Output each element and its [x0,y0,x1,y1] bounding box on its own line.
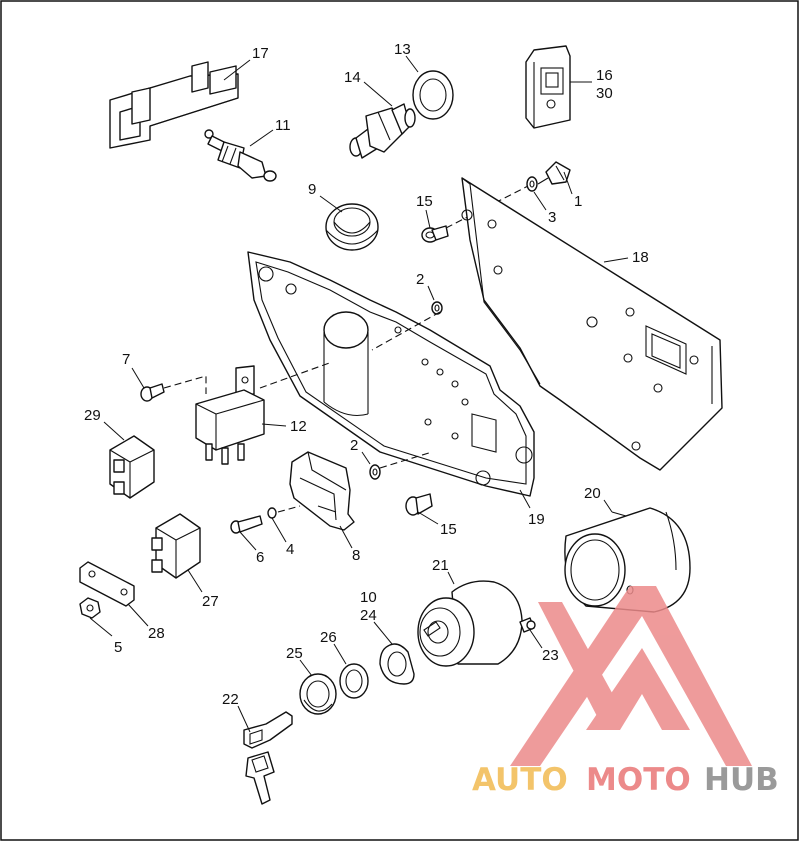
part-17-bracket [109,61,239,149]
callout-25: 25 [286,645,303,662]
part-12-relay [195,365,265,465]
part-3-washer [526,176,538,192]
callout-3: 3 [548,209,556,226]
watermark-text: AUTO MOTO HUB [472,762,779,798]
part-19-bracket [247,251,535,497]
part-7-screw [140,383,165,402]
callout-19: 19 [528,511,545,528]
leader-lines [89,55,629,733]
callout-10: 10 [360,589,377,606]
part-20-sleeve [564,507,691,613]
callout-16: 16 [596,67,613,84]
callout-23: 23 [542,647,559,664]
part-9-grommet [325,203,379,251]
watermark-hub: HUB [704,762,779,798]
callout-30: 30 [596,85,613,102]
logo-inner-icon [586,648,690,730]
part-8-clip-bracket [289,451,355,531]
watermark-auto: AUTO [472,762,568,798]
callout-1: 1 [574,193,582,210]
part-1-screw [537,161,571,185]
part-10-24-plate [379,643,415,685]
part-29-circuit-breaker [109,435,155,499]
part-23-screw [526,620,536,630]
part-22-keys [243,711,293,805]
callout-22: 22 [222,691,239,708]
part-4-washer [267,507,277,519]
callout-labels: 17 11 14 13 16 30 1 3 15 9 2 18 7 12 29 … [84,41,649,708]
part-26-washer [339,663,369,699]
callout-11: 11 [275,117,291,134]
part-6-pin [230,515,263,534]
watermark-moto: MOTO [586,762,691,798]
callout-24: 24 [360,607,377,624]
part-15-bolt-top [421,225,449,243]
callout-18: 18 [632,249,649,266]
callout-21: 21 [432,557,449,574]
callout-5: 5 [114,639,122,656]
part-21-ignition-switch [417,580,535,667]
part-25-ring [299,673,337,715]
watermark-logo [510,586,752,766]
callout-27: 27 [202,593,219,610]
logo-triangle-icon [510,586,752,766]
assembly-line [371,311,441,351]
assembly-line [259,361,333,389]
part-18-plate [461,177,723,471]
part-15-bolt-lower [405,493,433,516]
callout-17: 17 [252,45,269,62]
callout-20: 20 [584,485,601,502]
assembly-line [379,451,433,469]
part-13-washer [412,70,454,120]
part-5-nut [79,597,101,619]
part-27-circuit-breaker [151,513,201,579]
part-28-strap [79,561,135,607]
callout-7: 7 [122,351,130,368]
callout-12: 12 [290,418,307,435]
part-2-washer-top [431,301,443,315]
assembly-line [163,375,207,394]
assembly-line [277,505,301,513]
callout-8: 8 [352,547,360,564]
callout-9: 9 [308,181,316,198]
callout-29: 29 [84,407,101,424]
callout-6: 6 [256,549,264,566]
logo-stroke-icon [538,602,616,722]
callout-15-top: 15 [416,193,433,210]
part-2-washer-lower [369,464,381,480]
callout-26: 26 [320,629,337,646]
callout-15-lower: 15 [440,521,457,538]
callout-28: 28 [148,625,165,642]
part-14-switch [349,103,416,159]
callout-14: 14 [344,69,361,86]
callout-2-lower: 2 [350,437,358,454]
part-11-sensor [204,129,277,182]
callout-2-top: 2 [416,271,424,288]
callout-13: 13 [394,41,411,58]
callout-4: 4 [286,541,294,558]
part-16-30-connector [525,45,571,129]
